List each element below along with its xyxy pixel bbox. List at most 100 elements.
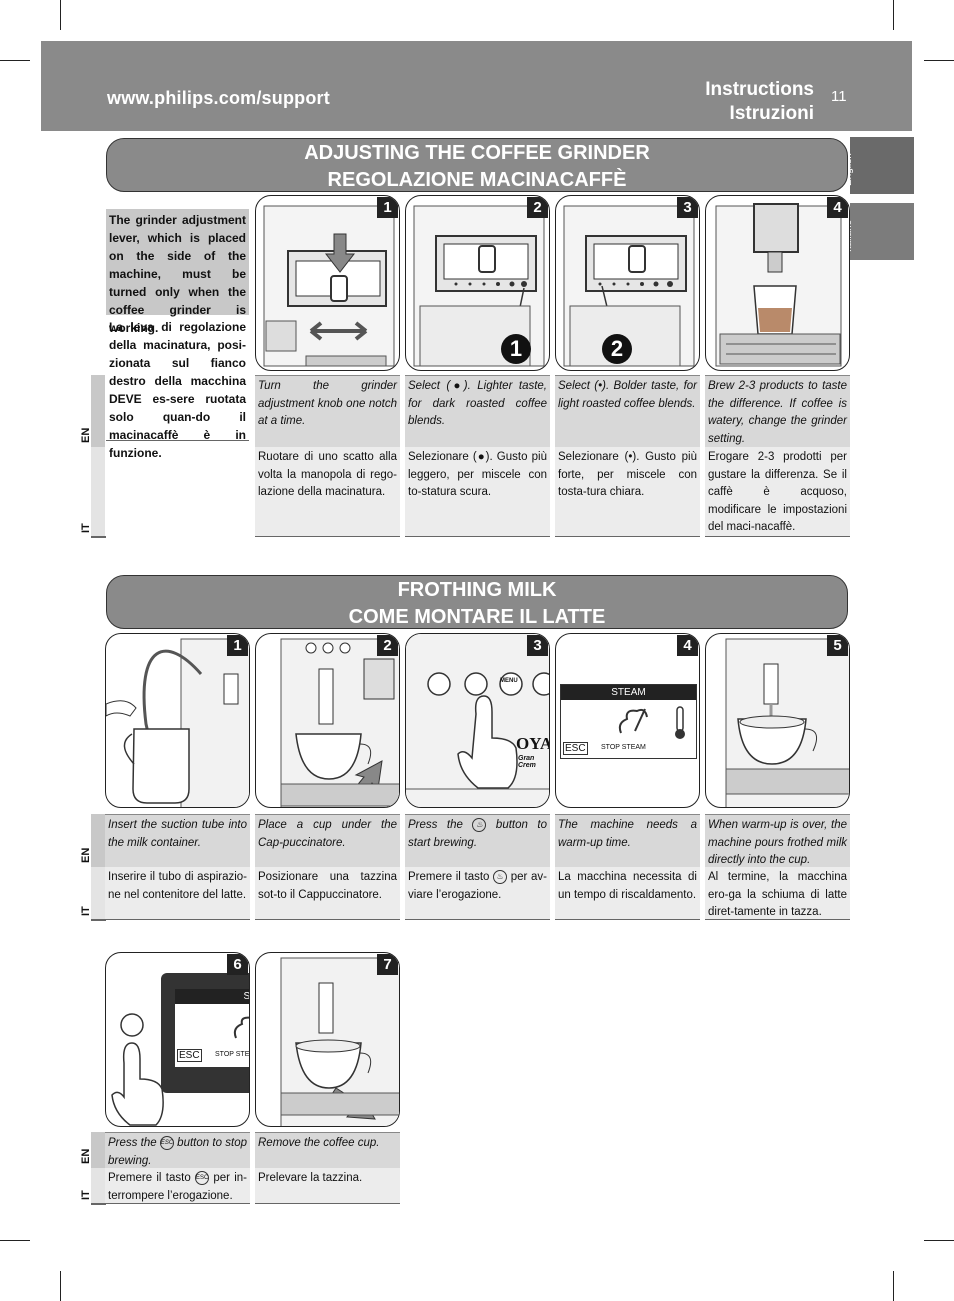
milk-step-1-image: 1 bbox=[105, 633, 250, 808]
display-title: STE bbox=[175, 989, 250, 1004]
grinder-step-3-en: Select (•). Bolder taste, for light roas… bbox=[555, 375, 700, 447]
milk-step-3-en: Press the ♨ button to start brewing. bbox=[405, 814, 550, 867]
control-panel-illustration bbox=[406, 634, 550, 808]
milk-step-6-en: Press the ESC button to stop brewing. bbox=[105, 1132, 250, 1168]
lang-label-it: IT bbox=[91, 447, 105, 537]
milk-step-6-it: Premere il tasto ESC per in-terrompere l… bbox=[105, 1168, 250, 1204]
step-number: 5 bbox=[827, 635, 848, 656]
page-header: www.philips.com/support Instructions Ist… bbox=[41, 41, 912, 131]
grinder-knob-illustration bbox=[256, 196, 400, 371]
section-title-it: COME MONTARE IL LATTE bbox=[107, 604, 847, 631]
milk-step-4-it: La macchina necessita di un tempo di ris… bbox=[555, 867, 700, 920]
grinder-step-2-image: 1 2 bbox=[405, 195, 550, 371]
step-number: 4 bbox=[827, 197, 848, 218]
milk-step-7-it: Prelevare la tazzina. bbox=[255, 1168, 400, 1204]
tab-english[interactable]: English bbox=[850, 137, 914, 194]
brand-text: OYAL bbox=[516, 734, 550, 754]
lang-label-en: EN bbox=[91, 814, 105, 867]
milk-step-3-it: Premere il tasto ♨ per av-viare l’erogaz… bbox=[405, 867, 550, 920]
step-number: 1 bbox=[377, 197, 398, 218]
grinder-step-1-en: Turn the grinder adjustment knob one not… bbox=[255, 375, 400, 447]
milk-step-2-it: Posizionare una tazzina sot-to il Cappuc… bbox=[255, 867, 400, 920]
grinder-step-2-en: Select (●). Lighter taste, for dark roas… bbox=[405, 375, 550, 447]
step-number: 7 bbox=[377, 954, 398, 975]
milk-step-2-en: Place a cup under the Cap-puccinatore. bbox=[255, 814, 400, 867]
section-banner-milk: FROTHING MILK COME MONTARE IL LATTE bbox=[106, 575, 848, 629]
milk-step-7-en: Remove the coffee cup. bbox=[255, 1132, 400, 1168]
milk-step-4-en: The machine needs a warm-up time. bbox=[555, 814, 700, 867]
machine-display: STE ESC STOP STE bbox=[174, 988, 250, 1068]
lang-label-it: IT bbox=[91, 1168, 105, 1204]
grinder-note-it: La leva di regolazione della macinatura,… bbox=[106, 316, 249, 441]
step-number: 3 bbox=[677, 197, 698, 218]
section-title-en: ADJUSTING THE COFFEE GRINDER bbox=[107, 140, 847, 167]
brewing-glass-illustration bbox=[706, 196, 850, 371]
crop-mark bbox=[60, 1271, 61, 1301]
milk-step-3-image: MENU OYAL Gran Crem 3 bbox=[405, 633, 550, 808]
steam-icon bbox=[230, 1014, 250, 1044]
support-url: www.philips.com/support bbox=[107, 88, 330, 109]
esc-key: ESC bbox=[177, 1049, 202, 1062]
crop-mark bbox=[60, 0, 61, 30]
grinder-step-2-it: Selezionare (●). Gusto più leggero, per … bbox=[405, 447, 550, 537]
tab-italiano[interactable]: Italiano bbox=[850, 203, 914, 260]
step-number: 3 bbox=[527, 635, 548, 656]
setting-badge: 2 bbox=[602, 334, 632, 364]
page-number: 11 bbox=[831, 88, 847, 105]
crop-mark bbox=[924, 60, 954, 61]
milk-step-5-en: When warm-up is over, the machine pours … bbox=[705, 814, 850, 867]
milk-jug-illustration bbox=[106, 634, 250, 808]
crop-mark bbox=[0, 1240, 30, 1241]
grinder-step-4-image: 4 bbox=[705, 195, 850, 371]
lang-label-it: IT bbox=[91, 867, 105, 920]
divider bbox=[91, 919, 106, 921]
grinder-note-en: The grinder adjustment lever, which is p… bbox=[106, 209, 249, 316]
grinder-step-1-image: 1 bbox=[255, 195, 400, 371]
grinder-step-3-it: Selezionare (•). Gusto più forte, per mi… bbox=[555, 447, 700, 537]
header-title-it: Istruzioni bbox=[730, 103, 814, 125]
esc-key: ESC bbox=[563, 742, 588, 755]
step-number: 6 bbox=[227, 954, 248, 975]
esc-button-icon: ESC bbox=[160, 1136, 174, 1150]
milk-step-6-image: STE ESC STOP STE 6 bbox=[105, 952, 250, 1127]
grinder-step-1-it: Ruotare di uno scatto alla volta la mano… bbox=[255, 447, 400, 537]
esc-button-icon: ESC bbox=[195, 1171, 209, 1185]
section-title-it: REGOLAZIONE MACINACAFFÈ bbox=[107, 167, 847, 194]
lang-label-en: EN bbox=[91, 375, 105, 447]
setting-badge: 1 bbox=[501, 334, 531, 364]
steam-button-icon: ♨ bbox=[472, 818, 486, 832]
header-title-en: Instructions bbox=[705, 79, 814, 101]
step-number: 2 bbox=[527, 197, 548, 218]
grinder-step-4-it: Erogare 2-3 prodotti per gustare la diff… bbox=[705, 447, 850, 537]
milk-step-4-image: STEAM ESC STOP STEAM 4 bbox=[555, 633, 700, 808]
display-title: STEAM bbox=[561, 685, 696, 700]
milk-step-1-it: Inserire il tubo di aspirazio-ne nel con… bbox=[105, 867, 250, 920]
divider bbox=[91, 536, 106, 538]
step-number: 2 bbox=[377, 635, 398, 656]
milk-step-1-en: Insert the suction tube into the milk co… bbox=[105, 814, 250, 867]
remove-cup-illustration bbox=[256, 953, 400, 1127]
crop-mark bbox=[893, 0, 894, 30]
brand-subtext: Gran Crem bbox=[518, 755, 549, 769]
frothed-milk-cup-illustration bbox=[706, 634, 850, 808]
divider bbox=[91, 1203, 106, 1205]
milk-step-2-image: 2 bbox=[255, 633, 400, 808]
milk-step-7-image: 7 bbox=[255, 952, 400, 1127]
crop-mark bbox=[924, 1240, 954, 1241]
crop-mark bbox=[893, 1271, 894, 1301]
cup-placement-illustration bbox=[256, 634, 400, 808]
section-title-en: FROTHING MILK bbox=[107, 577, 847, 604]
milk-step-5-it: Al termine, la macchina ero-ga la schium… bbox=[705, 867, 850, 920]
grinder-step-3-image: 2 3 bbox=[555, 195, 700, 371]
steam-button-icon: ♨ bbox=[493, 870, 507, 884]
stop-steam-label: STOP STE bbox=[215, 1051, 249, 1058]
machine-display: STEAM ESC STOP STEAM bbox=[560, 684, 697, 759]
stop-steam-label: STOP STEAM bbox=[601, 744, 646, 751]
step-number: 4 bbox=[677, 635, 698, 656]
menu-button-label: MENU bbox=[500, 678, 518, 684]
crop-mark bbox=[0, 60, 30, 61]
grinder-step-4-en: Brew 2-3 products to taste the differenc… bbox=[705, 375, 850, 447]
steam-warmup-icon bbox=[611, 703, 691, 743]
section-banner-grinder: ADJUSTING THE COFFEE GRINDER REGOLAZIONE… bbox=[106, 138, 848, 192]
step-number: 1 bbox=[227, 635, 248, 656]
